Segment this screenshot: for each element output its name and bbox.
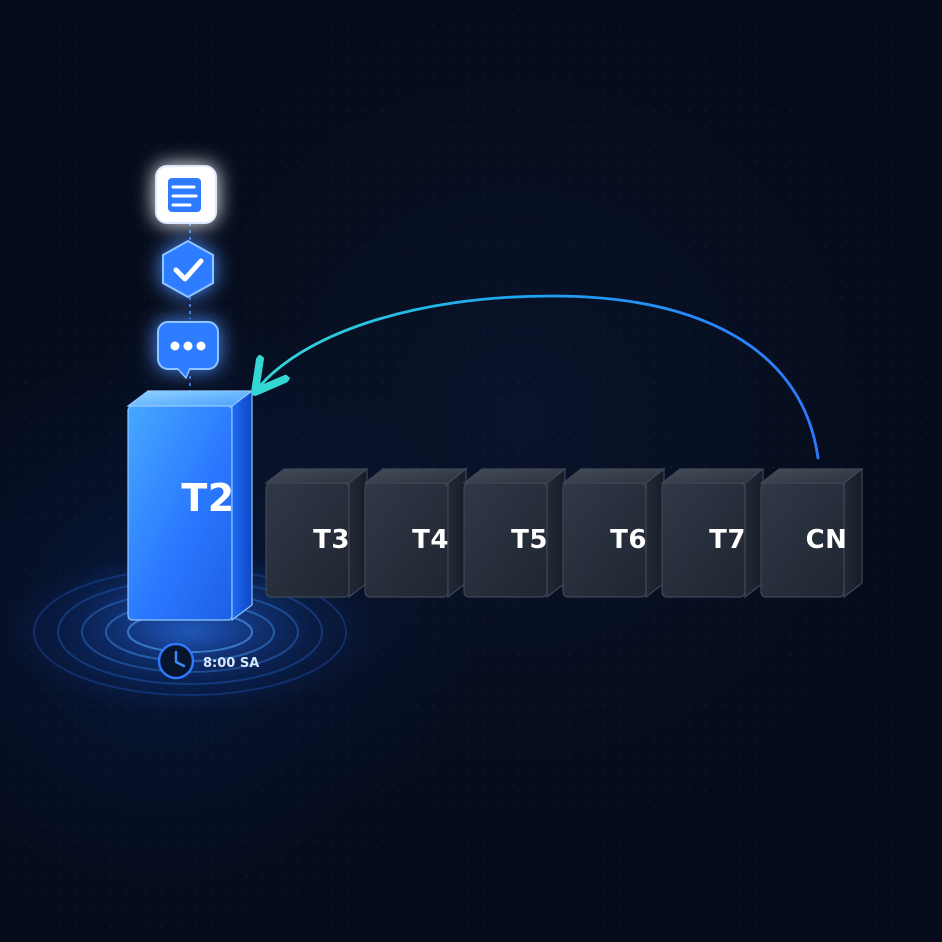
queue-block-t5-label: T5 bbox=[511, 525, 548, 555]
queue-block-t7: T7 bbox=[660, 467, 765, 599]
chat-bubble-icon bbox=[157, 321, 219, 380]
document-icon bbox=[155, 165, 217, 224]
queue-block-t4-label: T4 bbox=[412, 525, 449, 555]
time-label: 8:00 SA bbox=[203, 656, 259, 671]
queue-block-t6-label: T6 bbox=[610, 525, 647, 555]
active-block-t2-top bbox=[126, 390, 254, 407]
queue-block-t6-side bbox=[645, 467, 665, 599]
queue-block-t7-label: T7 bbox=[709, 525, 746, 555]
queue-block-t3: T3 bbox=[264, 467, 369, 599]
active-icon-stack bbox=[155, 165, 219, 380]
active-block-t2-side bbox=[231, 389, 253, 622]
queue-block-t3-side bbox=[348, 467, 368, 599]
queue-block-t6: T6 bbox=[561, 467, 666, 599]
queue-block-t7-side bbox=[744, 467, 764, 599]
queue-block-cn: CN bbox=[759, 467, 864, 599]
queue-blocks: T3 T4 T5 T6 T7 CN bbox=[264, 467, 864, 599]
active-block: T2 bbox=[102, 389, 278, 644]
time-indicator: 8:00 SA bbox=[157, 642, 259, 680]
active-block-t2-label: T2 bbox=[181, 476, 234, 520]
active-block-t2: T2 bbox=[126, 389, 254, 622]
queue-block-t3-label: T3 bbox=[313, 525, 350, 555]
queue-block-t4-side bbox=[447, 467, 467, 599]
shield-check-icon bbox=[162, 239, 214, 299]
queue-block-t4: T4 bbox=[363, 467, 468, 599]
queue-block-cn-side bbox=[843, 467, 863, 599]
return-arrow bbox=[255, 294, 820, 460]
queue-block-t5-side bbox=[546, 467, 566, 599]
queue-block-t5: T5 bbox=[462, 467, 567, 599]
queue-block-cn-label: CN bbox=[806, 525, 848, 555]
